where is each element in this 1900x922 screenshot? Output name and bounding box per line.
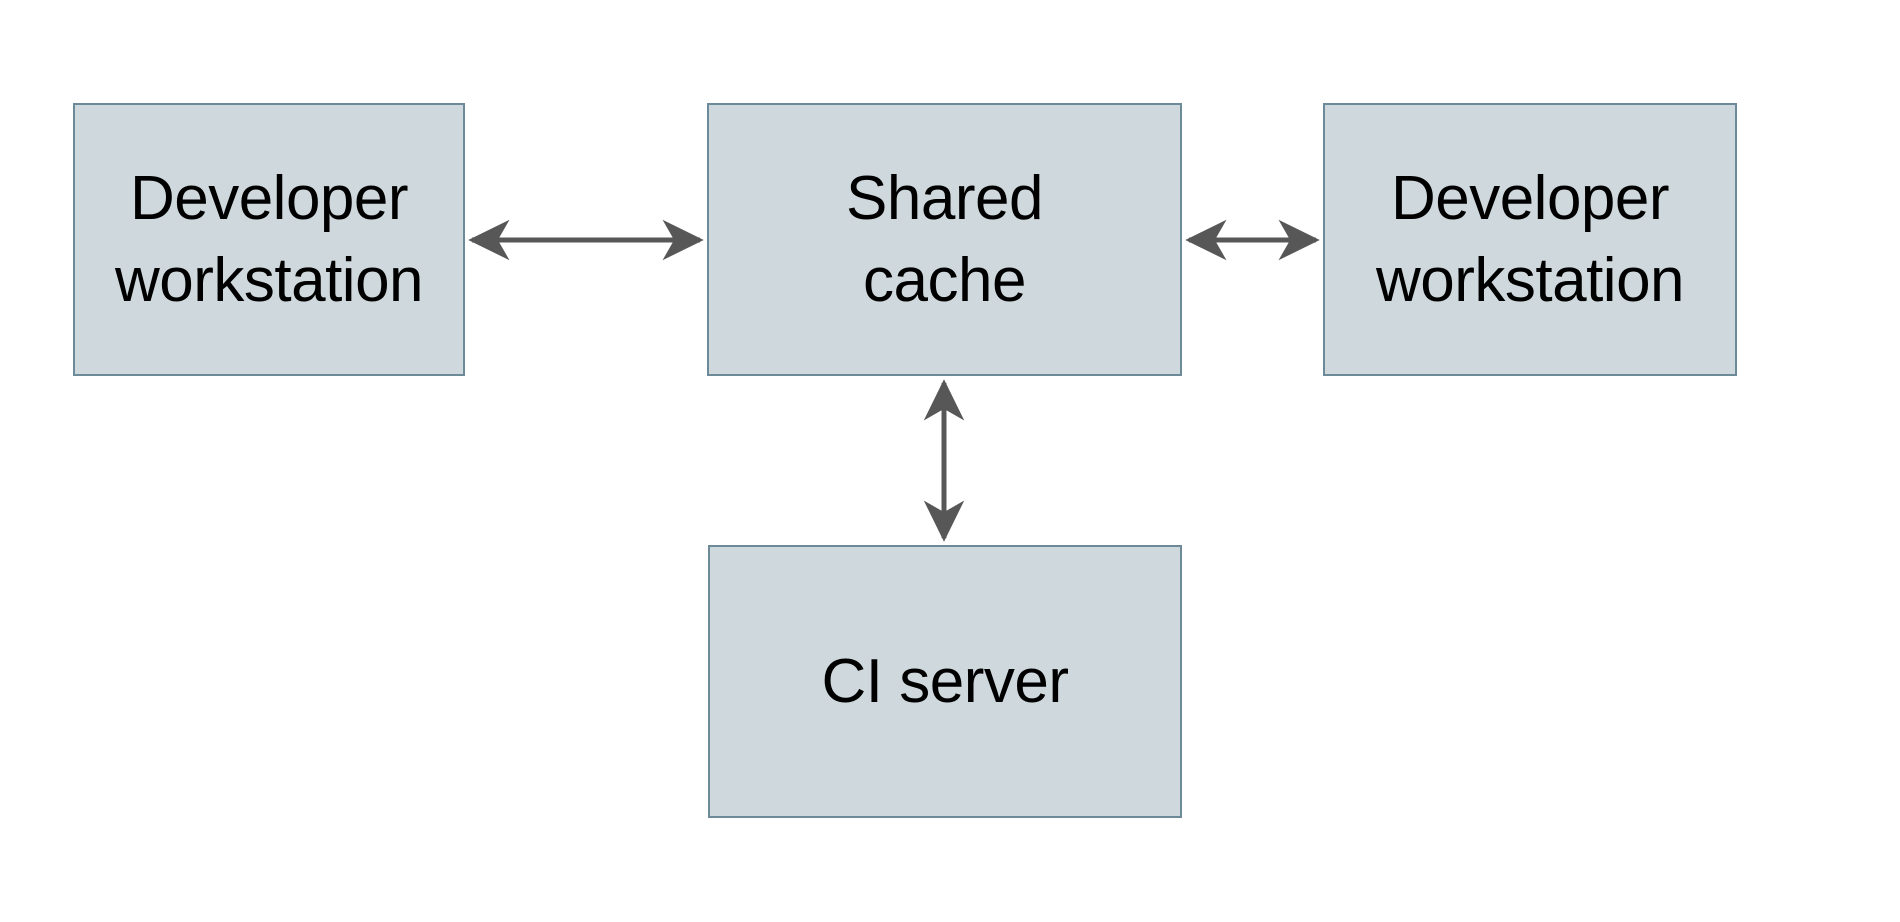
node-label: Developer workstation [114,163,424,315]
node-label: Developer workstation [1375,163,1685,315]
node-label: Shared cache [846,163,1043,315]
node-ci-server[interactable]: CI server [708,545,1182,818]
node-shared-cache[interactable]: Shared cache [707,103,1182,376]
node-developer-workstation-left[interactable]: Developer workstation [73,103,465,376]
node-developer-workstation-right[interactable]: Developer workstation [1323,103,1737,376]
node-label: CI server [821,646,1069,716]
